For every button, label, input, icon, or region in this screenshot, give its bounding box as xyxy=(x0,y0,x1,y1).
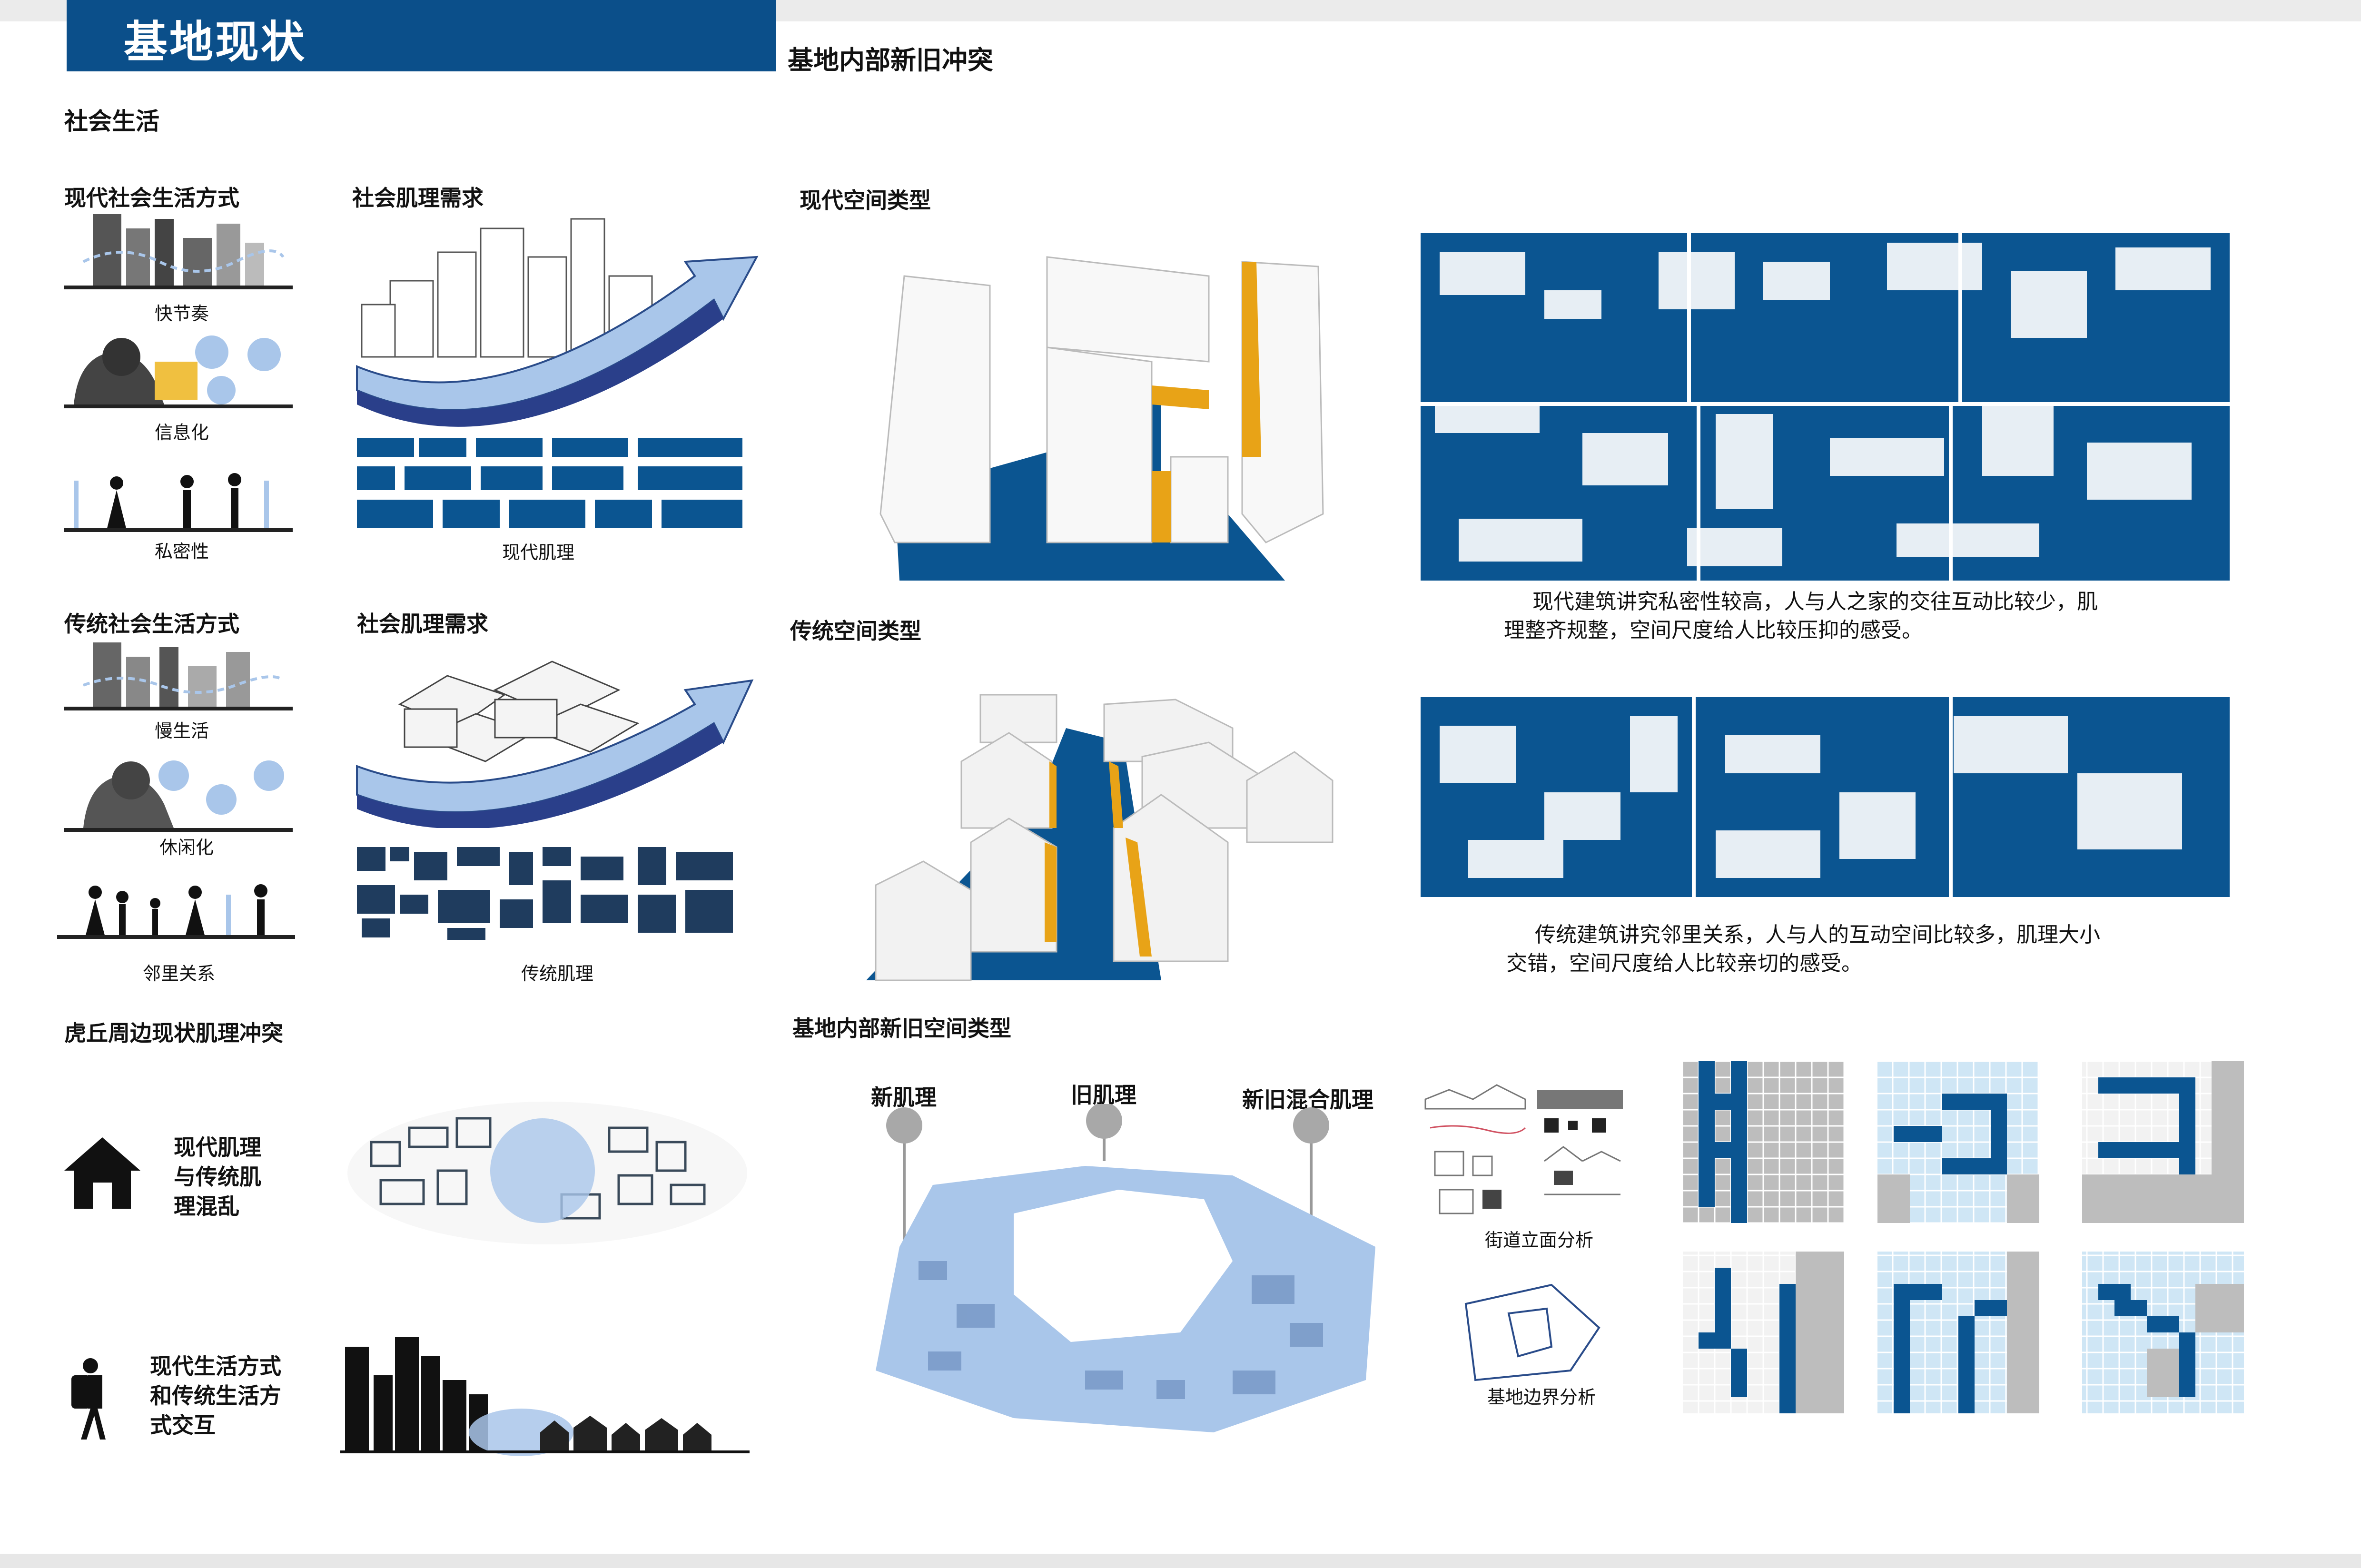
modern-item-1: 快节奏 xyxy=(155,303,209,324)
traditional-courtyard-arrow-illustration xyxy=(356,661,754,828)
huqiu-item-2-line-3: 式交互 xyxy=(150,1412,216,1438)
modern-text-line-2: 理整齐规整，空间尺度给人比较压抑的感受。 xyxy=(1504,618,1923,642)
modern-space-diagram xyxy=(879,256,1324,581)
modern-texture-caption: 现代肌理 xyxy=(502,542,575,563)
slow-life-illustration xyxy=(64,642,293,710)
title-banner xyxy=(67,0,776,71)
hiker-icon xyxy=(71,1358,106,1440)
bottom-bar xyxy=(0,1554,2361,1568)
traditional-space-description: 传统建筑讲究邻里关系，人与人的互动空间比较多，肌理大小 交错，空间尺度给人比较亲… xyxy=(1506,921,2100,978)
traditional-texture-map xyxy=(357,847,733,940)
modern-demand-heading: 社会肌理需求 xyxy=(352,185,484,211)
fast-pace-illustration xyxy=(64,214,293,289)
informatization-illustration xyxy=(64,335,293,408)
site-texture-model xyxy=(876,1104,1375,1432)
leisure-illustration xyxy=(64,760,293,832)
label-new-texture: 新肌理 xyxy=(871,1085,937,1110)
street-caption: 街道立面分析 xyxy=(1485,1230,1594,1251)
traditional-text-line-2: 交错，空间尺度给人比较亲切的感受。 xyxy=(1506,951,1862,976)
skyline-contrast-illustration xyxy=(340,1337,750,1456)
huqiu-item-2-line-2: 和传统生活方 xyxy=(150,1383,281,1409)
neighborhood-illustration xyxy=(57,884,295,939)
traditional-item-3: 邻里关系 xyxy=(143,963,216,984)
modern-item-3: 私密性 xyxy=(155,541,209,562)
huqiu-item-2: 现代生活方式 和传统生活方 式交互 xyxy=(150,1351,281,1440)
street-elevation-diagram xyxy=(1424,1084,1623,1214)
label-old-texture: 旧肌理 xyxy=(1071,1082,1136,1108)
huqiu-heading: 虎丘周边现状肌理冲突 xyxy=(64,1020,283,1046)
modern-photo-collage xyxy=(1421,233,2230,581)
modern-texture-map xyxy=(357,438,742,528)
modern-city-arrow-illustration xyxy=(356,218,759,427)
traditional-item-1: 慢生活 xyxy=(155,720,209,741)
traditional-space-heading: 传统空间类型 xyxy=(790,618,921,644)
huqiu-texture-map xyxy=(347,1102,747,1244)
modern-item-2: 信息化 xyxy=(155,422,209,443)
traditional-item-2: 休闲化 xyxy=(159,837,214,858)
modern-text-line-1: 现代建筑讲究私密性较高，人与人之家的交往互动比较少，肌 xyxy=(1532,590,2098,614)
section-heading-conflict: 基地内部新旧冲突 xyxy=(788,45,993,75)
traditional-lifestyle-heading: 传统社会生活方式 xyxy=(64,611,239,637)
huqiu-item-1: 现代肌理 与传统肌 理混乱 xyxy=(174,1133,261,1221)
modern-space-description: 现代建筑讲究私密性较高，人与人之家的交往互动比较少，肌 理整齐规整，空间尺度给人… xyxy=(1504,588,2098,645)
social-heading: 社会生活 xyxy=(64,108,159,135)
huqiu-item-2-line-1: 现代生活方式 xyxy=(150,1353,281,1379)
page-title: 基地现状 xyxy=(124,17,307,68)
huqiu-item-1-line-1: 现代肌理 xyxy=(174,1134,261,1160)
grid-pattern-diagrams xyxy=(1682,1061,2244,1413)
traditional-demand-heading: 社会肌理需求 xyxy=(357,611,488,637)
traditional-text-line-1: 传统建筑讲究邻里关系，人与人的互动空间比较多，肌理大小 xyxy=(1535,923,2100,947)
huqiu-item-1-line-3: 理混乱 xyxy=(174,1193,239,1219)
modern-lifestyle-heading: 现代社会生活方式 xyxy=(64,185,239,211)
traditional-space-diagram xyxy=(866,694,1334,981)
site-boundary-diagram xyxy=(1464,1283,1600,1381)
boundary-caption: 基地边界分析 xyxy=(1487,1387,1596,1408)
traditional-texture-caption: 传统肌理 xyxy=(521,963,594,984)
privacy-illustration xyxy=(64,473,293,532)
mixed-heading: 基地内部新旧空间类型 xyxy=(792,1016,1011,1041)
modern-space-heading: 现代空间类型 xyxy=(800,187,931,213)
traditional-photo-collage xyxy=(1421,697,2230,897)
house-icon xyxy=(64,1137,140,1209)
huqiu-item-1-line-2: 与传统肌 xyxy=(174,1164,261,1190)
